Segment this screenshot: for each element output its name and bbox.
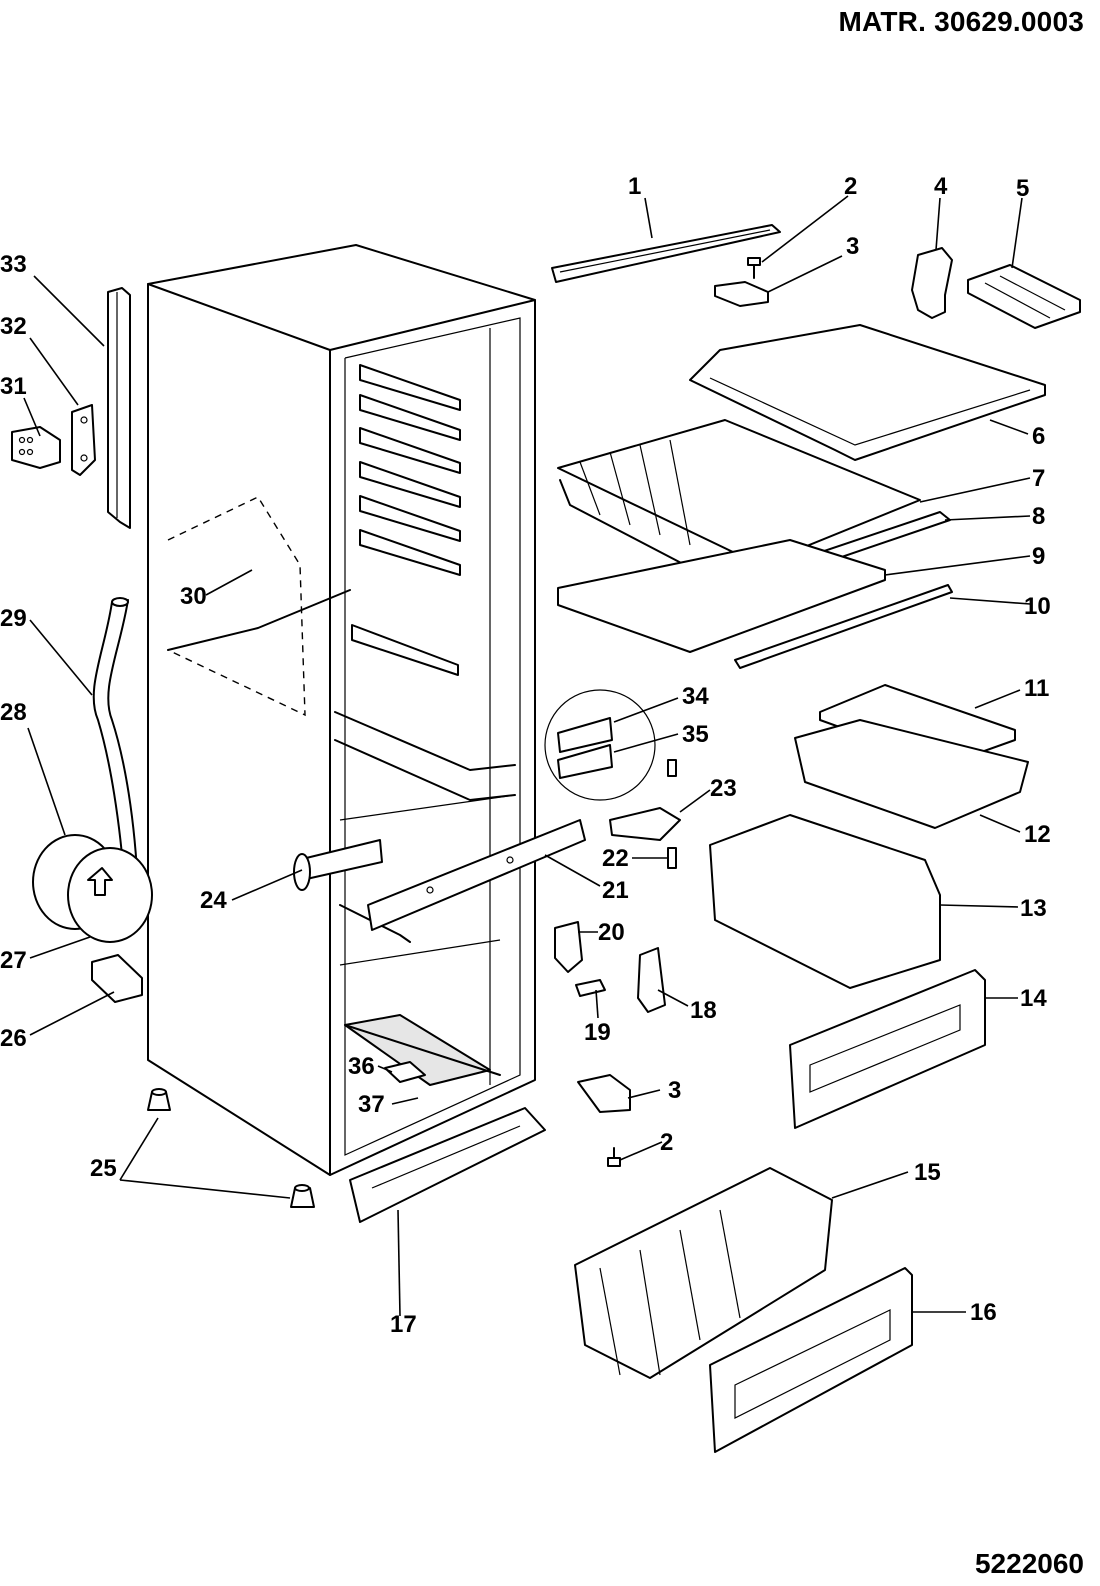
drawer-front-upper — [789, 969, 986, 1129]
glass-shelf-top — [689, 324, 1046, 461]
ice-scoop — [911, 247, 953, 319]
part-label-30: 30 — [180, 583, 207, 610]
part-label-12: 12 — [1024, 821, 1051, 848]
door-gasket-strip — [107, 287, 131, 529]
part-label-17: 17 — [390, 1311, 417, 1338]
wire-shelf — [557, 419, 921, 579]
part-label-3-lower: 3 — [668, 1077, 681, 1104]
small-clip — [384, 1061, 426, 1083]
part-label-15: 15 — [914, 1159, 941, 1186]
freezer-shelf-ribs — [351, 364, 461, 676]
wire-basket — [574, 1167, 833, 1379]
part-label-11: 11 — [1024, 675, 1049, 702]
part-label-4: 4 — [934, 173, 948, 200]
part-label-27: 27 — [0, 947, 27, 974]
drain-hose — [92, 597, 139, 891]
screw-and-hinge — [714, 257, 769, 307]
part-label-16: 16 — [970, 1299, 997, 1326]
bottom-grille — [349, 1107, 546, 1223]
top-rail — [551, 224, 781, 283]
corner-bracket — [11, 426, 61, 469]
part-label-21: 21 — [602, 877, 629, 904]
lower-hinge-parts — [554, 921, 666, 1167]
part-label-13: 13 — [1020, 895, 1047, 922]
part-label-29: 29 — [0, 605, 27, 632]
ice-cube-tray — [967, 264, 1081, 329]
part-label-18: 18 — [690, 997, 717, 1024]
part-label-33: 33 — [0, 251, 27, 278]
part-label-1: 1 — [628, 173, 641, 200]
part-label-9: 9 — [1032, 543, 1045, 570]
part-label-25: 25 — [90, 1155, 117, 1182]
glass-shelf-bottom — [557, 539, 886, 653]
part-label-34: 34 — [682, 683, 709, 710]
part-label-35: 35 — [682, 721, 709, 748]
part-label-23: 23 — [710, 775, 737, 802]
front-trim-strip — [734, 584, 953, 669]
material-code: MATR. 30629.0003 — [838, 6, 1084, 37]
door-stop-rail — [367, 819, 586, 931]
part-label-6: 6 — [1032, 423, 1045, 450]
vegetable-drawer — [709, 814, 941, 989]
part-label-24: 24 — [200, 887, 227, 914]
compressor-bracket — [91, 954, 143, 1003]
part-number-labels: 1 2 3 4 5 6 7 8 9 10 11 12 13 14 15 16 1… — [0, 173, 1051, 1338]
part-label-32: 32 — [0, 313, 27, 340]
drawer-front-lower — [709, 1267, 913, 1453]
part-label-36: 36 — [348, 1053, 375, 1080]
part-label-2-lower: 2 — [660, 1129, 673, 1156]
part-label-3: 3 — [846, 233, 859, 260]
part-label-2: 2 — [844, 173, 857, 200]
hinge-plate — [71, 404, 96, 476]
part-label-37: 37 — [358, 1091, 385, 1118]
adjustable-bracket — [293, 839, 383, 891]
crisper-drawer — [794, 719, 1029, 829]
leader-lines — [23, 195, 1031, 1317]
part-label-31: 31 — [0, 373, 27, 400]
part-label-10: 10 — [1024, 593, 1051, 620]
part-label-5: 5 — [1016, 175, 1029, 202]
part-label-20: 20 — [598, 919, 625, 946]
part-label-8: 8 — [1032, 503, 1045, 530]
refrigerator-cabinet — [147, 244, 536, 1176]
part-label-14: 14 — [1020, 985, 1047, 1012]
part-label-26: 26 — [0, 1025, 27, 1052]
drawing-number: 5222060 — [974, 1548, 1084, 1579]
part-label-7: 7 — [1032, 465, 1045, 492]
part-label-19: 19 — [584, 1019, 611, 1046]
hinge-detail-circle — [544, 689, 656, 801]
evaporation-tray — [32, 834, 153, 943]
part-label-28: 28 — [0, 699, 27, 726]
crisper-cover — [819, 684, 1016, 766]
adjustable-feet — [147, 1088, 315, 1208]
part-label-22: 22 — [602, 845, 629, 872]
